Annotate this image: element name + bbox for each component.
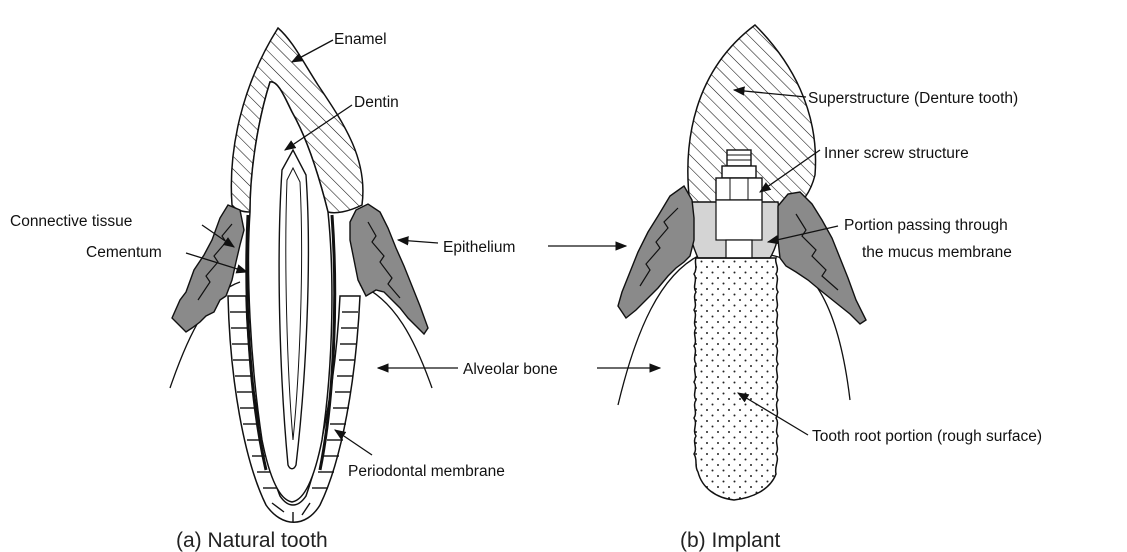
enamel-arrow (292, 40, 333, 62)
caption-implant: (b) Implant (680, 529, 781, 552)
label-dentin: Dentin (354, 94, 399, 111)
label-connective-tissue: Connective tissue (10, 213, 132, 230)
label-periodontal-membrane: Periodontal membrane (348, 463, 505, 480)
label-cementum: Cementum (86, 244, 162, 261)
label-inner-screw: Inner screw structure (824, 145, 969, 162)
label-enamel: Enamel (334, 31, 387, 48)
label-superstructure: Superstructure (Denture tooth) (808, 90, 1018, 107)
collar-inner-block (716, 200, 762, 240)
label-portion-line1: Portion passing through (844, 217, 1008, 234)
implant-root (694, 258, 778, 500)
label-portion-line2: the mucus membrane (862, 244, 1012, 261)
label-alveolar-bone: Alveolar bone (463, 361, 558, 378)
label-root-portion: Tooth root portion (rough surface) (812, 428, 1042, 445)
label-epithelium: Epithelium (443, 239, 515, 256)
epithelium-arrow-left (398, 240, 438, 243)
collar-abutment (726, 240, 752, 258)
gum-right (350, 204, 428, 334)
caption-natural: (a) Natural tooth (176, 529, 328, 552)
implant-gum-right (778, 192, 866, 324)
